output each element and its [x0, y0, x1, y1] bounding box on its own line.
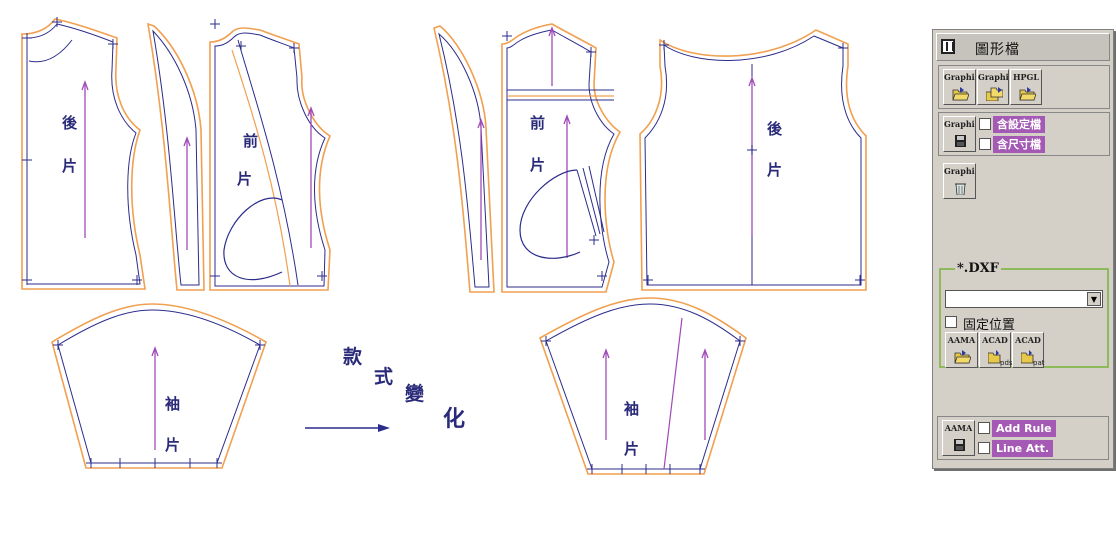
back-piece-right: [639, 29, 867, 291]
floppy-disk-icon: [954, 439, 965, 451]
delete-group: Graphic: [938, 159, 1110, 263]
folder-open-icon: [1019, 87, 1036, 101]
add-rule-row[interactable]: Add Rule: [978, 420, 1108, 437]
aama-save-button[interactable]: AAMA: [942, 420, 975, 456]
graphic-save-button[interactable]: Graphic: [943, 116, 976, 152]
sleeve-right-label-2: 片: [624, 440, 640, 458]
import-group: Graphic Graphic HPGL: [938, 65, 1110, 109]
folder-open-icon: [954, 350, 971, 364]
include-settings-row[interactable]: 含設定檔: [979, 116, 1109, 133]
fixed-position-label[interactable]: 固定位置: [963, 318, 1016, 333]
back-right-label-1: 後: [767, 120, 783, 138]
hpgl-open-button[interactable]: HPGL: [1010, 69, 1042, 105]
include-settings-checkbox[interactable]: [979, 118, 991, 130]
fixed-position-checkbox[interactable]: [945, 316, 957, 328]
front-left-label-2: 片: [237, 170, 253, 188]
folder-multi-icon: [986, 87, 1003, 101]
graphic-open-label: Graphic: [944, 72, 975, 82]
dxf-title: *.DXF: [955, 261, 1001, 276]
export-group: Graphic 含設定檔 含尺寸檔: [938, 112, 1110, 156]
front-side-panel: [146, 22, 205, 291]
floppy-disk-icon: [955, 135, 966, 147]
line-att-row[interactable]: Line Att.: [978, 440, 1108, 457]
include-size-checkbox[interactable]: [979, 138, 991, 150]
panel-title: 圖形檔: [975, 42, 1020, 58]
sleeve-left-label-2: 片: [165, 436, 181, 454]
folder-pds-icon: [988, 350, 1001, 364]
add-rule-checkbox[interactable]: [978, 422, 990, 434]
dxf-group: *.DXF ▼ 固定位置 AAMA ACAD pds ACAD pat: [939, 261, 1109, 368]
graphic-open-button[interactable]: Graphic: [943, 69, 976, 105]
line-att-checkbox[interactable]: [978, 442, 990, 454]
sleeve-piece-left: [51, 303, 267, 469]
front-side-panel-right: [433, 25, 495, 293]
sleeve-left-label-1: 袖: [165, 395, 181, 413]
cad-pds-label: CAD: [988, 335, 1008, 345]
aama-open-label: AAMA: [947, 335, 976, 345]
cad-pds-open-button[interactable]: ACAD pds: [979, 332, 1013, 368]
dxf-format-select[interactable]: ▼: [945, 290, 1103, 308]
back-right-label-2: 片: [767, 161, 783, 179]
folder-pat-icon: [1021, 350, 1034, 364]
chevron-down-icon[interactable]: ▼: [1087, 292, 1101, 306]
graphic-delete-label: Graphic: [944, 166, 975, 176]
aama-export-group: AAMA Add Rule Line Att.: [937, 416, 1109, 460]
cad-pds-prefix: A: [982, 335, 989, 345]
aama-save-label: AAMA: [944, 423, 973, 433]
front-right-label-1: 前: [530, 114, 546, 132]
include-size-row[interactable]: 含尺寸檔: [979, 136, 1109, 153]
annotation-char-2: 式: [374, 366, 394, 388]
transform-arrow: [305, 424, 390, 432]
graphic-open-multi-button[interactable]: Graphic: [977, 69, 1009, 105]
front-piece-right: [501, 23, 622, 293]
back-left-label-2: 片: [62, 157, 78, 175]
include-size-label[interactable]: 含尺寸檔: [993, 136, 1045, 153]
back-left-label-1: 後: [62, 114, 78, 132]
cad-pds-sub: pds: [1000, 359, 1013, 367]
sleeve-piece-right: [539, 297, 747, 475]
sleeve-right-label-1: 袖: [624, 400, 640, 418]
front-piece-left: [209, 18, 332, 291]
back-piece-left: [21, 16, 146, 290]
pattern-drawing: [21, 16, 867, 475]
annotation-char-4: 化: [443, 406, 466, 432]
annotation-char-3: 變: [405, 383, 425, 405]
pattern-canvas: 後 片 前 片 前 片 後 片 袖 片 袖 片 款 式 變 化: [21, 16, 867, 475]
cad-pat-prefix: A: [1015, 335, 1022, 345]
graphic-file-panel: 圖形檔 Graphic Graphic HPGL Graphic 含設定檔 含尺…: [932, 29, 1114, 469]
hpgl-open-label: HPGL: [1012, 72, 1040, 82]
include-settings-label[interactable]: 含設定檔: [993, 116, 1045, 133]
graphic-delete-button[interactable]: Graphic: [943, 163, 976, 199]
graphic-open-multi-label: Graphic: [978, 72, 1008, 82]
panel-window-icon: [941, 39, 955, 54]
cad-pat-label: CAD: [1021, 335, 1041, 345]
line-att-label[interactable]: Line Att.: [992, 440, 1054, 457]
graphic-save-label: Graphic: [944, 119, 975, 129]
annotation-char-1: 款: [343, 346, 363, 368]
cad-pat-open-button[interactable]: ACAD pat: [1012, 332, 1044, 368]
aama-open-button[interactable]: AAMA: [945, 332, 978, 368]
trash-can-icon: [955, 183, 966, 195]
front-right-label-2: 片: [530, 156, 546, 174]
front-left-label-1: 前: [243, 132, 259, 150]
add-rule-label[interactable]: Add Rule: [992, 420, 1056, 437]
cad-pat-sub: pat: [1033, 359, 1045, 367]
folder-open-icon: [952, 87, 969, 101]
panel-titlebar: 圖形檔: [936, 33, 1110, 61]
